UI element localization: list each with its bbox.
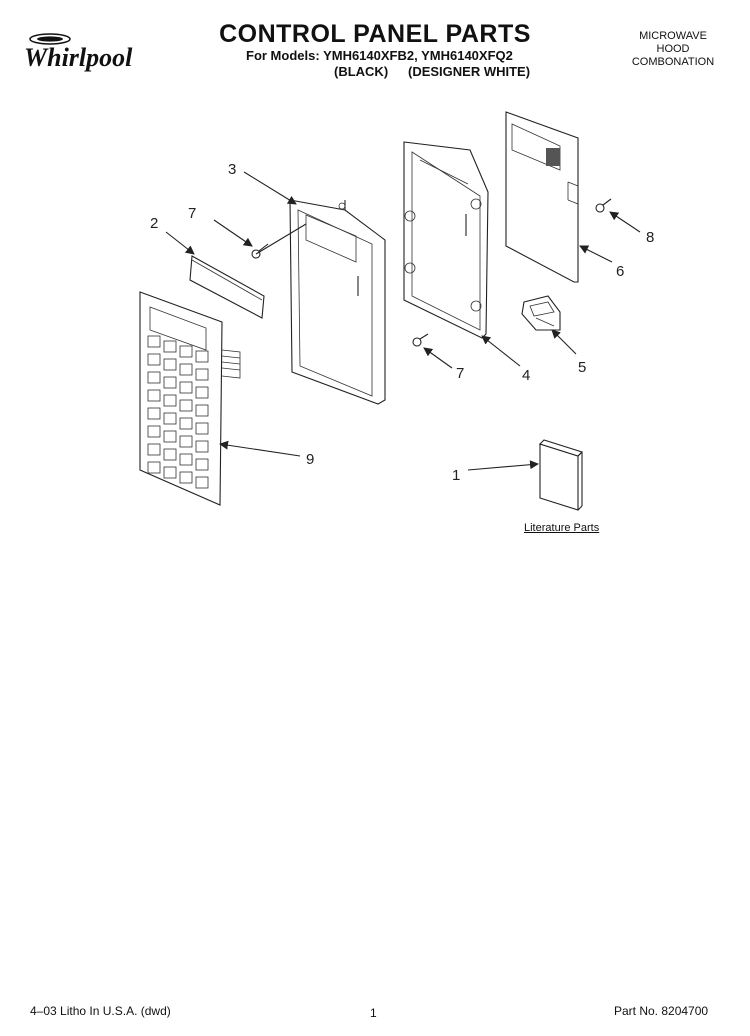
keypad-key bbox=[195, 476, 209, 489]
leader-lines bbox=[165, 171, 641, 471]
appliance-category: MICROWAVE HOOD COMBONATION bbox=[618, 30, 728, 69]
screw-part bbox=[595, 198, 612, 213]
model-numbers: YMH6140XFB2, YMH6140XFQ2 bbox=[323, 48, 513, 63]
keypad-key bbox=[147, 353, 161, 366]
keypad-key bbox=[163, 430, 177, 443]
keypad-key bbox=[195, 422, 209, 435]
keypad-key bbox=[163, 412, 177, 425]
panel-housing-part bbox=[403, 141, 489, 339]
category-line: COMBONATION bbox=[631, 56, 715, 68]
part-number: Part No. 8204700 bbox=[614, 1004, 709, 1018]
screw-part bbox=[412, 333, 429, 347]
models-line: For Models: YMH6140XFB2, YMH6140XFQ2 bbox=[246, 48, 513, 63]
models-prefix: For Models: bbox=[246, 48, 320, 63]
keypad-key bbox=[179, 417, 193, 430]
keypad-key bbox=[195, 350, 209, 363]
callout-7: 7 bbox=[188, 205, 196, 222]
callout-6: 6 bbox=[616, 263, 624, 280]
keypad-key bbox=[163, 376, 177, 389]
category-line: MICROWAVE bbox=[639, 30, 707, 42]
keypad-key bbox=[147, 425, 161, 438]
keypad-key bbox=[147, 389, 161, 402]
keypad-key bbox=[163, 394, 177, 407]
callout-3: 3 bbox=[228, 161, 236, 178]
keypad-key bbox=[163, 358, 177, 371]
keypad-key bbox=[179, 435, 193, 448]
litho-note: 4–03 Litho In U.S.A. (dwd) bbox=[30, 1004, 171, 1018]
keypad-key bbox=[179, 381, 193, 394]
keypad-key bbox=[195, 368, 209, 381]
callout-8: 8 bbox=[646, 229, 654, 246]
keypad-key bbox=[147, 335, 161, 348]
control-panel-frame-part bbox=[289, 199, 386, 405]
page-number: 1 bbox=[370, 1006, 377, 1020]
svg-text:Whirlpool: Whirlpool bbox=[24, 43, 133, 72]
callout-4: 4 bbox=[522, 367, 530, 384]
keypad-key bbox=[147, 371, 161, 384]
callout-5: 5 bbox=[578, 359, 586, 376]
keypad-key bbox=[195, 404, 209, 417]
keypad-key bbox=[179, 453, 193, 466]
keypad-key bbox=[195, 458, 209, 471]
display-lens-part bbox=[189, 255, 265, 319]
keypad-key bbox=[179, 363, 193, 376]
bracket-part bbox=[521, 295, 561, 331]
keypad-key bbox=[163, 448, 177, 461]
callout-2: 2 bbox=[150, 215, 158, 232]
callout-1: 1 bbox=[452, 467, 460, 484]
keypad-key bbox=[195, 386, 209, 399]
callout-7: 7 bbox=[456, 365, 464, 382]
keypad-key bbox=[163, 340, 177, 353]
circuit-board-part bbox=[505, 111, 579, 283]
category-line: HOOD bbox=[656, 43, 690, 55]
keypad-key bbox=[147, 407, 161, 420]
literature-parts-label: Literature Parts bbox=[524, 522, 600, 534]
keypad-membrane-part bbox=[139, 291, 241, 506]
keypad-key bbox=[179, 399, 193, 412]
keypad-key bbox=[147, 461, 161, 474]
callout-9: 9 bbox=[306, 451, 314, 468]
color-designer-white: (DESIGNER WHITE) bbox=[408, 64, 531, 79]
keypad-key bbox=[163, 466, 177, 479]
keypad-key bbox=[179, 345, 193, 358]
whirlpool-logo: Whirlpool bbox=[24, 33, 133, 72]
page-title: CONTROL PANEL PARTS bbox=[219, 20, 531, 48]
keypad-key bbox=[195, 440, 209, 453]
keypad-key bbox=[147, 443, 161, 456]
keypad-key bbox=[179, 471, 193, 484]
color-black: (BLACK) bbox=[334, 64, 389, 79]
literature-booklet-part bbox=[538, 439, 584, 511]
